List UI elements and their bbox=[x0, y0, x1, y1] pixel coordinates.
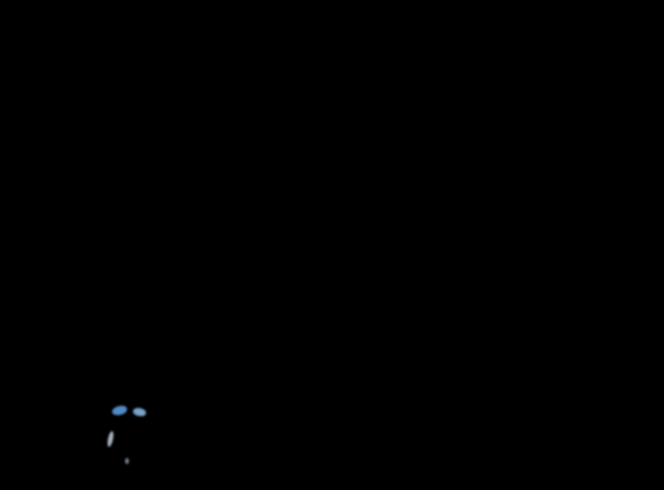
pale-streak bbox=[106, 430, 115, 448]
small-speck bbox=[125, 458, 129, 464]
blue-glint-left bbox=[111, 405, 128, 416]
blue-glint-right bbox=[132, 407, 147, 417]
